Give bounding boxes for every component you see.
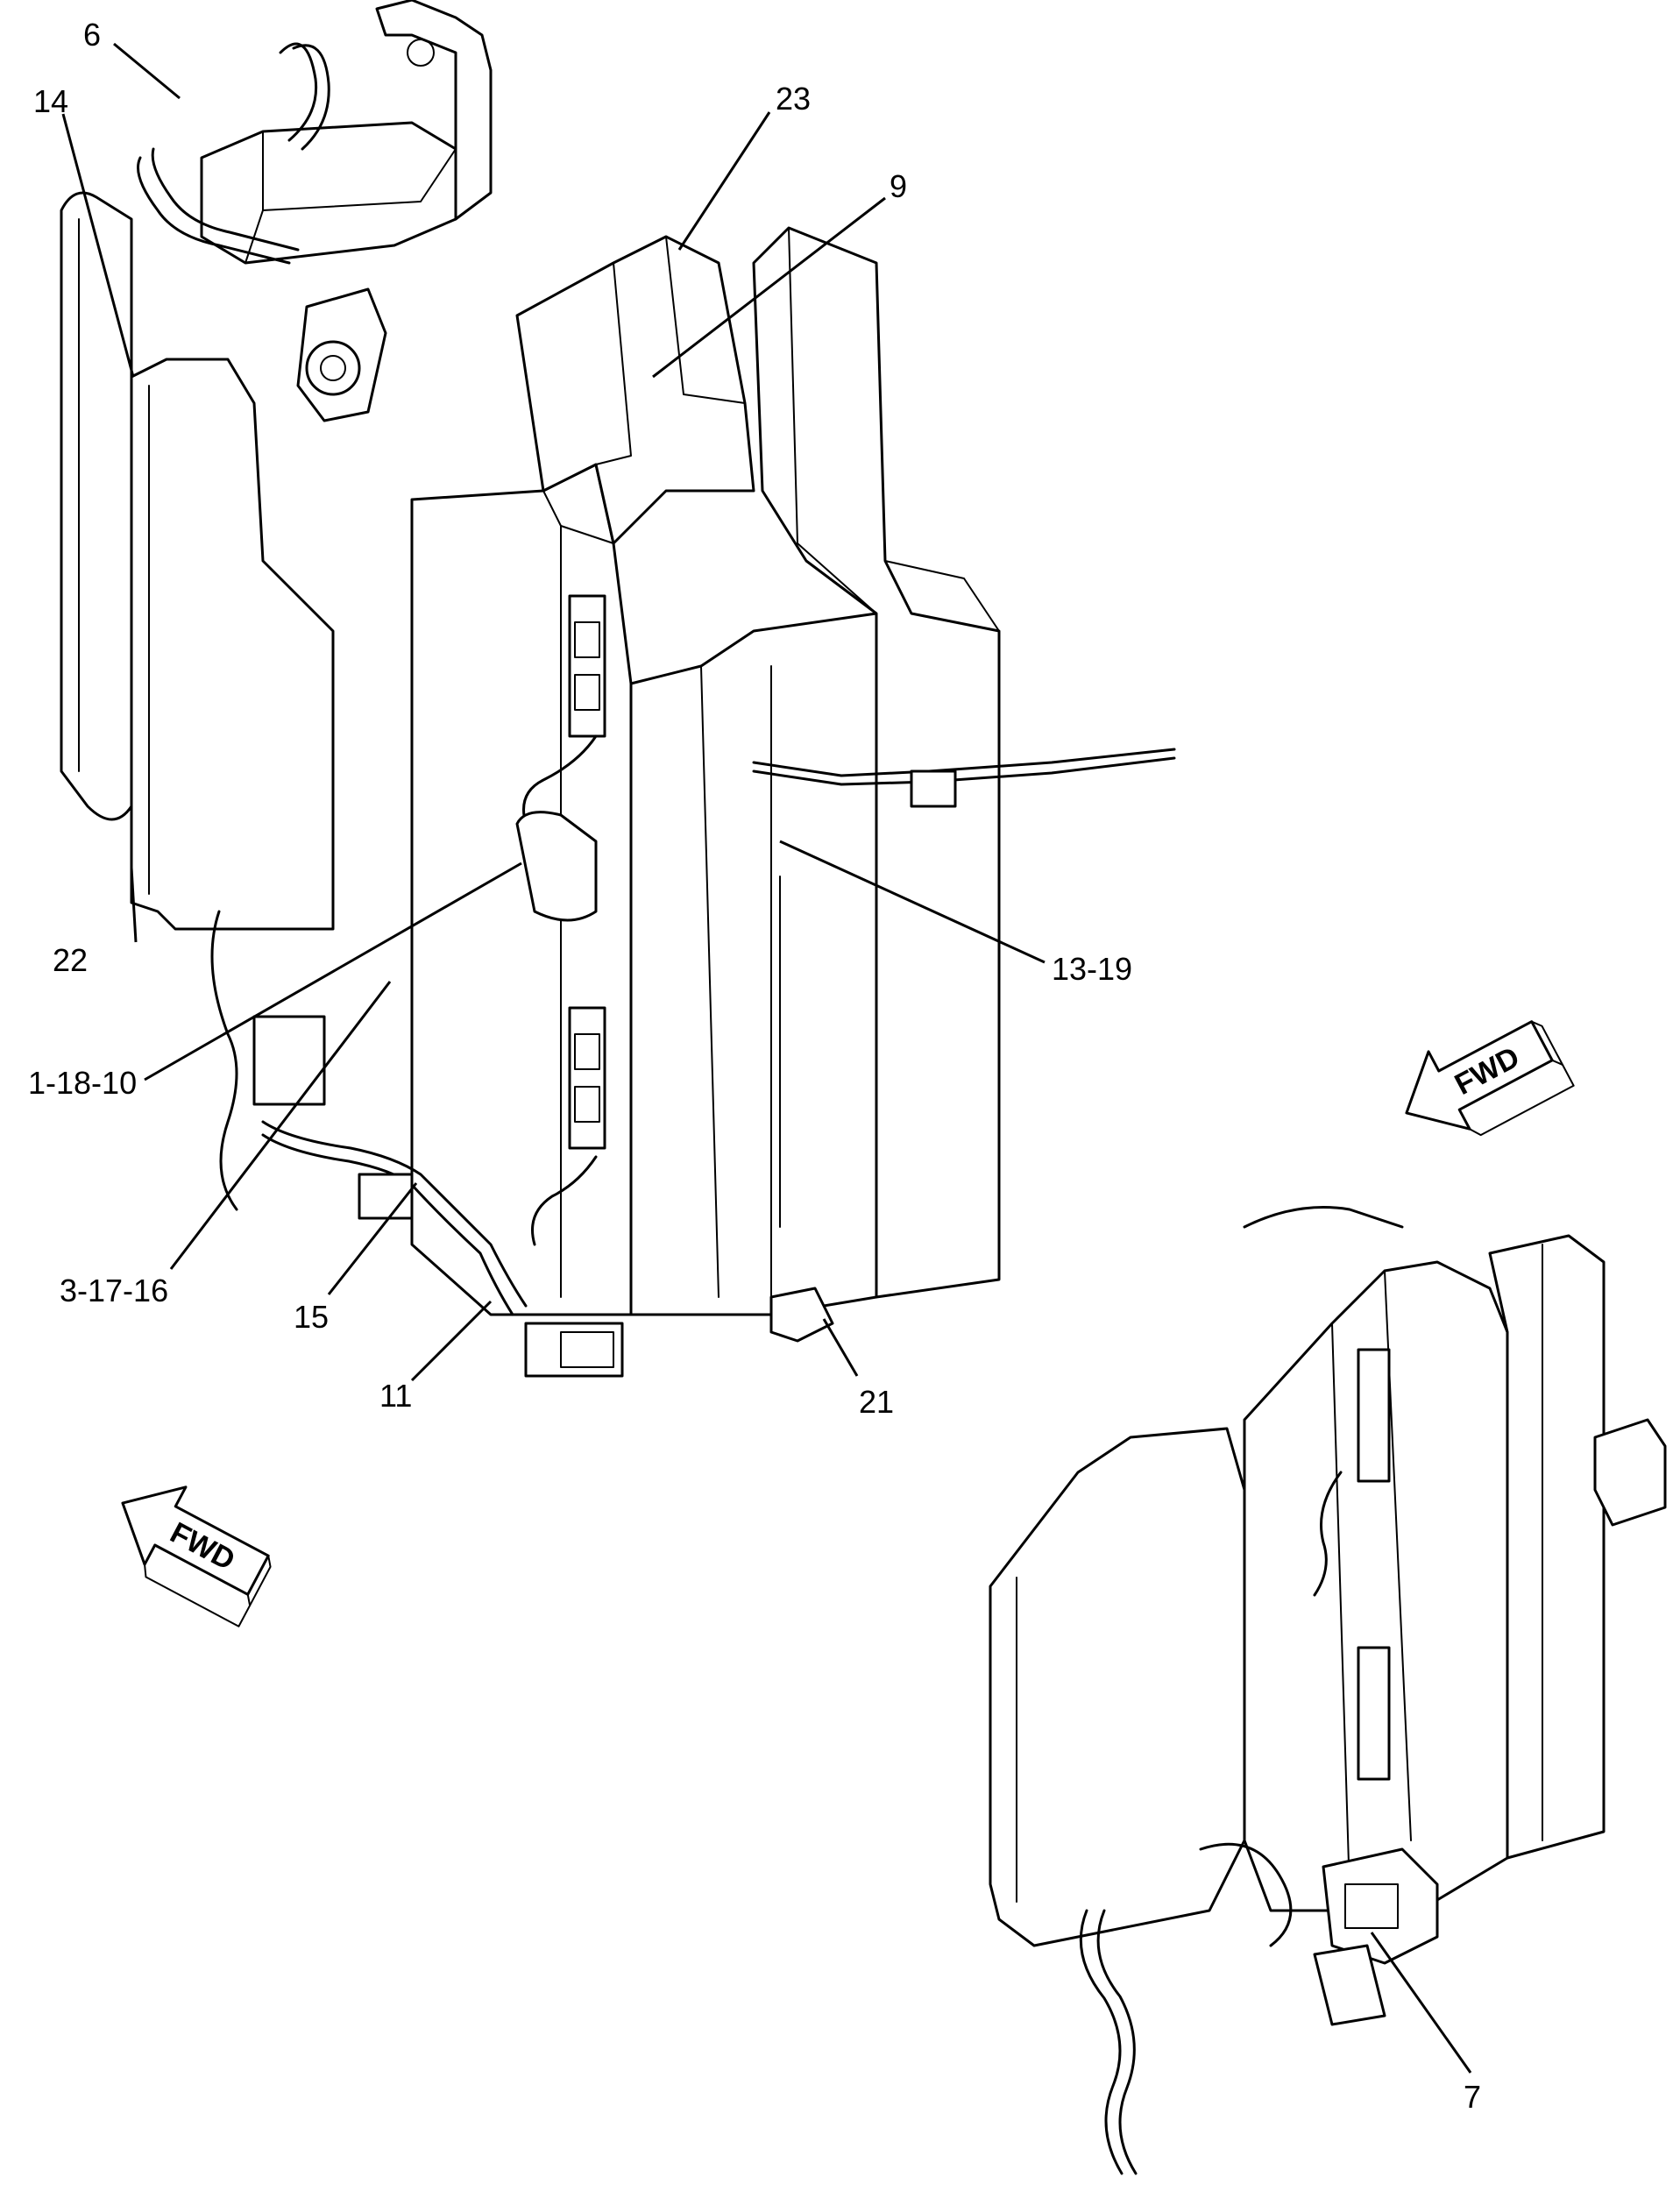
lower-hose: [261, 1120, 528, 1308]
harness-lower: [210, 910, 238, 1211]
rear-cable: [1243, 1206, 1404, 1229]
main-hvac-assembly: [60, 0, 1176, 1378]
rear-bracket: [1593, 1418, 1667, 1527]
callout-9: 9: [890, 168, 907, 204]
callout-22: 22: [53, 942, 88, 978]
side-panel: [130, 358, 335, 931]
callout-15: 15: [294, 1299, 329, 1335]
connector-15: [358, 1173, 414, 1220]
rear-connector-lower: [1357, 1646, 1391, 1781]
leader-lines: [61, 42, 1472, 2074]
mounting-bracket: [375, 0, 493, 221]
wire-harness: [522, 734, 598, 852]
heater-hose: [137, 156, 291, 265]
callout-14: 14: [33, 83, 68, 119]
lower-bracket: [769, 1287, 834, 1343]
callout-6: 6: [83, 17, 101, 53]
rear-connector-upper: [1357, 1348, 1391, 1483]
blower-housing: [629, 612, 878, 1316]
callout-13-19: 13-19: [1052, 951, 1132, 987]
rear-lower-hose: [1079, 1909, 1124, 2175]
vent-grille: [770, 876, 781, 1228]
connector-lower: [568, 1006, 606, 1150]
callout-labels: 6 14 23 9 22 13-19 1-18-10 3-17-16 15 11…: [28, 17, 1481, 2115]
rear-rail: [1313, 1944, 1386, 2026]
callout-1-18-10: 1-18-10: [28, 1065, 137, 1101]
heater-hose-2: [279, 42, 318, 142]
callout-11: 11: [379, 1378, 412, 1414]
callout-7: 7: [1464, 2079, 1481, 2115]
fwd-arrow-right: FWD: [1405, 1020, 1575, 1137]
rear-side-panel: [989, 1427, 1246, 1947]
evaporator-housing: [410, 463, 633, 1316]
fwd-arrow-left: FWD: [121, 1485, 272, 1627]
callout-3-17-16: 3-17-16: [60, 1273, 168, 1308]
rear-lower-hose-2: [1199, 1842, 1293, 1947]
rear-view-assembly: [989, 1206, 1667, 2175]
rear-right-frame: [1488, 1234, 1606, 1860]
water-valve: [305, 340, 361, 396]
top-duct-housing: [200, 121, 457, 265]
callout-21: 21: [859, 1384, 894, 1420]
receiver-drier: [60, 191, 133, 821]
callout-23: 23: [776, 81, 811, 117]
component-7: [1322, 1847, 1439, 1965]
box-lower-left: [252, 1015, 326, 1106]
drain-outlet: [515, 811, 598, 922]
upper-control-box: [515, 235, 755, 545]
cable-clamp: [910, 769, 957, 808]
connector-upper: [568, 594, 606, 738]
duct-frame: [752, 226, 1001, 1299]
